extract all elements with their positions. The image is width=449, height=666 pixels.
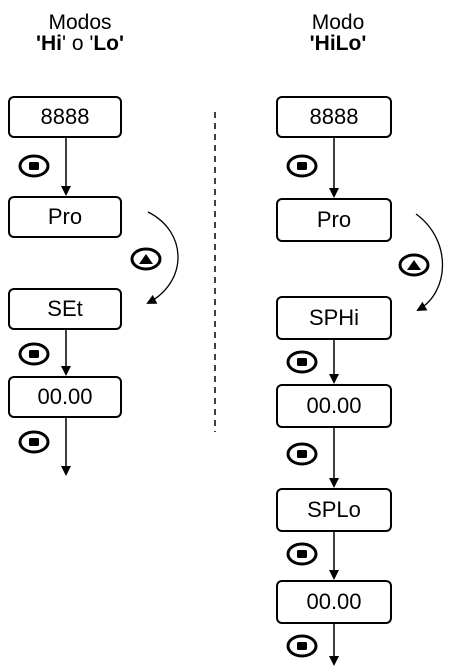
left-title-quote-open: ' — [35, 32, 41, 55]
enter-key-icon — [18, 430, 50, 454]
enter-key-icon — [286, 542, 318, 566]
left-title-line1: Modos — [48, 11, 112, 34]
left-column-title: Modos 'Hi' o 'Lo' — [0, 12, 160, 54]
enter-key-icon — [286, 442, 318, 466]
enter-key-icon — [18, 154, 50, 178]
left-title-mode-hi: Hi — [40, 32, 62, 55]
up-key-icon — [130, 247, 162, 271]
left-step-set: SEt — [8, 288, 122, 330]
right-title-line1: Modo — [311, 11, 365, 34]
up-key-icon — [398, 253, 430, 277]
right-step-splo-value: 00.00 — [276, 580, 392, 624]
enter-key-icon — [286, 634, 318, 658]
right-title-quote-open: ' — [309, 32, 315, 55]
right-step-sphi-value: 00.00 — [276, 384, 392, 428]
right-step-display-test: 8888 — [276, 96, 392, 138]
left-title-connector: ' o ' — [61, 32, 94, 55]
enter-key-icon — [286, 154, 318, 178]
left-title-quote-close: ' — [119, 32, 125, 55]
right-step-pro: Pro — [276, 198, 392, 242]
right-column-title: Modo 'HiLo' — [258, 12, 418, 54]
left-step-pro: Pro — [8, 196, 122, 238]
left-step-display-test: 8888 — [8, 96, 122, 138]
right-curved-arrow — [415, 213, 444, 311]
left-curved-arrow — [146, 211, 179, 304]
left-title-mode-lo: Lo — [93, 32, 120, 55]
right-title-line2: 'HiLo' — [258, 33, 418, 54]
right-title-mode-hilo: HiLo — [314, 32, 362, 55]
enter-key-icon — [286, 350, 318, 374]
left-step-value: 00.00 — [8, 376, 122, 418]
right-title-quote-close: ' — [361, 32, 367, 55]
enter-key-icon — [18, 342, 50, 366]
right-step-splo: SPLo — [276, 488, 392, 532]
right-step-sphi: SPHi — [276, 296, 392, 340]
left-title-line2: 'Hi' o 'Lo' — [0, 33, 160, 54]
